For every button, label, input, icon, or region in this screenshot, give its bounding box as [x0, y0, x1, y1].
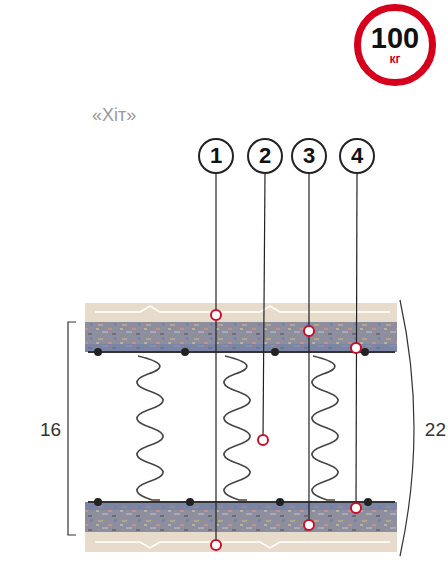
callout-number: 2: [247, 138, 283, 174]
spring-coil: [312, 356, 338, 500]
product-title: «Хіт»: [92, 106, 136, 124]
spring-coil: [224, 356, 250, 500]
node-text: 4: [351, 145, 363, 167]
callout-number: 1: [198, 138, 234, 174]
callout-number: 3: [291, 138, 327, 174]
node-text: 1: [210, 145, 222, 167]
load-badge: 100кг: [354, 4, 435, 85]
dimension-label: 22: [425, 420, 446, 439]
node-text: 3: [303, 145, 315, 167]
node-text: 2: [259, 145, 271, 167]
spring-coil: [137, 356, 163, 500]
unit-text: кг: [389, 53, 400, 65]
dimension-label: 16: [40, 420, 61, 439]
node-text: 100: [371, 24, 419, 53]
callout-number: 4: [339, 138, 375, 174]
